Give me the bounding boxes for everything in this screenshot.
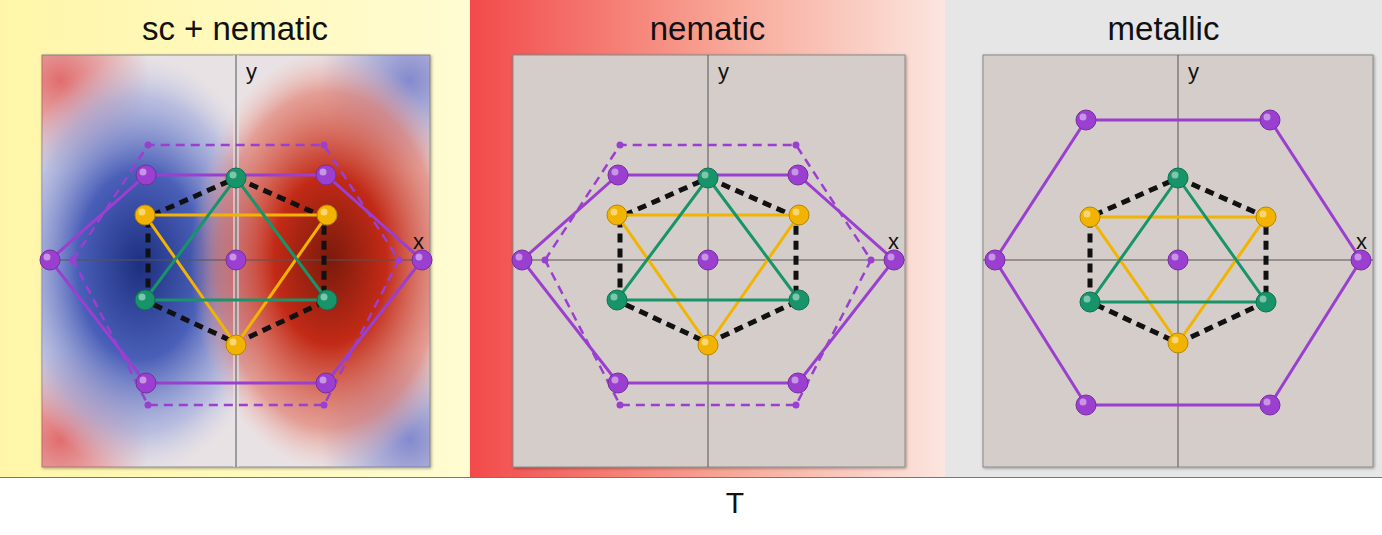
plot-box: [983, 55, 1373, 467]
panel-title: metallic: [945, 0, 1382, 45]
lattice: [512, 142, 904, 409]
plot-box: [513, 55, 905, 467]
panel-band: nematic: [470, 0, 945, 45]
axis-label: y: [718, 61, 729, 83]
axis-label: y: [246, 61, 257, 83]
panel-title: nematic: [470, 0, 945, 45]
lattice: [40, 142, 432, 409]
panel-ground: [470, 0, 945, 477]
axis-label: x: [888, 231, 899, 253]
panel-title: sc + nematic: [0, 0, 470, 45]
axis-label: x: [413, 231, 424, 253]
axis-label: x: [1356, 231, 1367, 253]
panel-band: metallic: [945, 0, 1382, 45]
axis-line: [0, 477, 1382, 478]
panel-ground: [945, 0, 1382, 477]
axes: [42, 55, 1373, 467]
axis-title: T: [726, 488, 744, 518]
panel-band: sc + nematic: [0, 0, 470, 45]
axis-label: y: [1188, 61, 1199, 83]
gap-colormap: [42, 55, 430, 467]
lattice: [985, 110, 1371, 415]
